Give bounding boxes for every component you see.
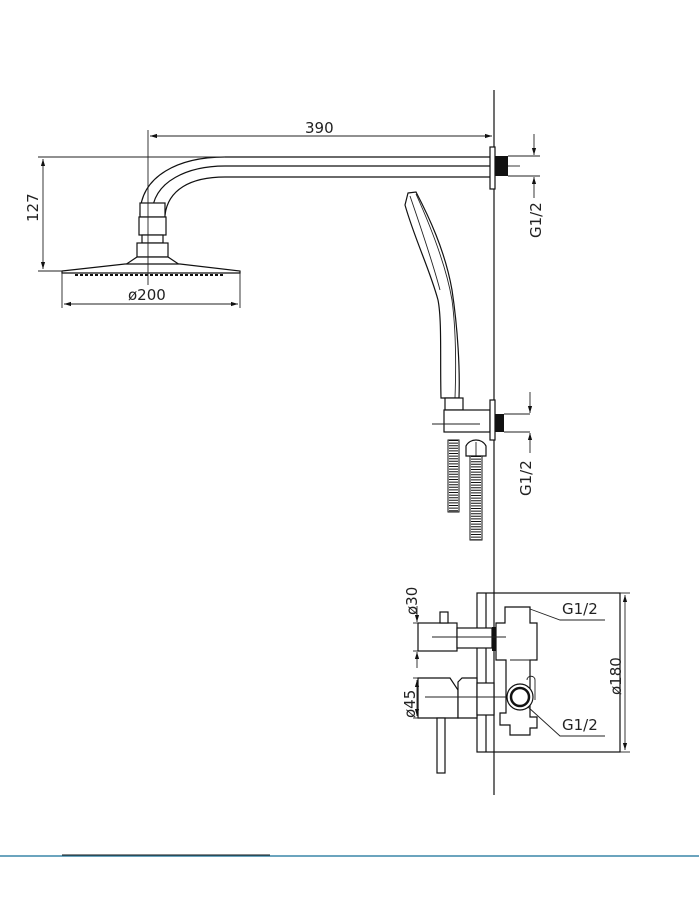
- concealed-mixer: [417, 592, 621, 774]
- dimension-holder-thread: G1/2: [517, 392, 535, 496]
- dimension-200: ø200: [61, 273, 241, 308]
- dimension-label: G1/2: [527, 202, 545, 238]
- dimension-label: G1/2: [562, 600, 598, 618]
- mixer-lever-handle: [436, 717, 446, 774]
- shower-arm: [123, 146, 520, 266]
- rain-shower-head: [61, 263, 241, 276]
- dimension-45: ø45: [401, 677, 420, 719]
- mixer-lever-body: [417, 677, 459, 719]
- arm-connector: [495, 156, 508, 176]
- dimension-label: 127: [24, 193, 42, 222]
- dimension-arm-thread: G1/2: [508, 134, 545, 238]
- dimension-label: ø45: [401, 690, 419, 718]
- hand-shower: [404, 191, 530, 541]
- dimension-30: ø30: [403, 587, 421, 668]
- dimension-label: ø30: [403, 587, 421, 615]
- dimension-label: 390: [305, 119, 334, 137]
- dimension-label: ø200: [128, 286, 166, 304]
- dimension-390: 390: [147, 119, 492, 285]
- dimension-label: G1/2: [562, 716, 598, 734]
- dimension-127: 127: [24, 156, 225, 272]
- dimension-180: ø180: [607, 592, 630, 753]
- leader-upper-thread: G1/2: [529, 600, 605, 621]
- leader-lower-thread: G1/2: [527, 706, 605, 737]
- dimension-label: G1/2: [517, 460, 535, 496]
- mixer-plate: [476, 592, 621, 753]
- arm-flange: [489, 146, 496, 190]
- dimension-label: ø180: [607, 657, 625, 695]
- wall-holder: [443, 409, 491, 433]
